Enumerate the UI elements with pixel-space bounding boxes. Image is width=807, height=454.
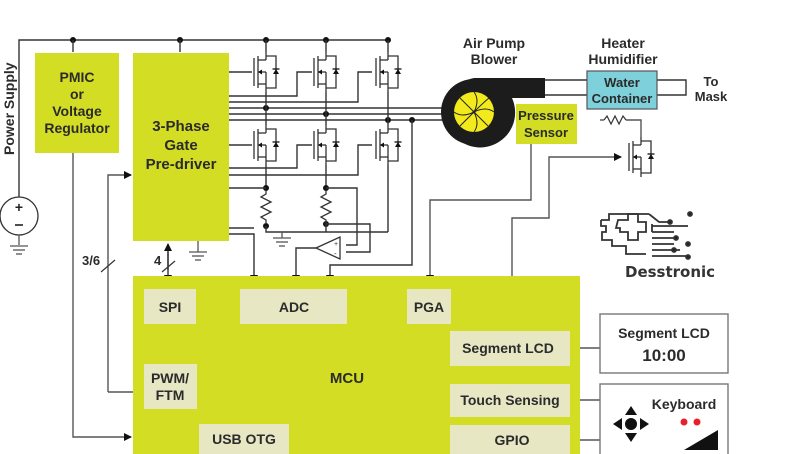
wiring [18, 37, 687, 441]
mosfet-icon [253, 51, 281, 93]
ground-icon [9, 245, 29, 255]
svg-text:Segment LCD: Segment LCD [618, 325, 710, 341]
mosfet-icon [313, 51, 341, 93]
lcd-value: 10:00 [642, 346, 685, 365]
power-supply-label: Power Supply [1, 62, 17, 155]
mosfet-icon [628, 136, 656, 178]
svg-text:+: + [334, 241, 338, 248]
svg-text:Segment LCD: Segment LCD [462, 340, 554, 356]
bus-width-4: 4 [154, 253, 162, 268]
svg-text:USB OTG: USB OTG [212, 431, 276, 447]
segment-lcd-port[interactable]: Segment LCD [450, 331, 570, 366]
mosfet-icon [375, 51, 403, 93]
svg-text:FTM: FTM [156, 387, 185, 403]
svg-text:Gate: Gate [164, 137, 197, 154]
op-amp-icon: + - [314, 235, 341, 261]
svg-text:Pressure: Pressure [518, 108, 574, 123]
heater-label: Heater [601, 35, 645, 51]
svg-text:Water: Water [604, 75, 640, 90]
led-indicator-icon [680, 418, 688, 426]
bus-width-3-6: 3/6 [82, 253, 100, 268]
pmic-block[interactable]: PMIC or Voltage Regulator [35, 53, 119, 153]
svg-text:Touch Sensing: Touch Sensing [460, 392, 559, 408]
ground-icon [272, 237, 292, 247]
power-source-icon: + [0, 196, 39, 255]
svg-text:PWM/: PWM/ [151, 370, 189, 386]
svg-text:Blower: Blower [471, 51, 518, 67]
usb-otg-port[interactable]: USB OTG [199, 424, 289, 454]
mosfet-bridge: + - [253, 51, 403, 261]
volume-ramp-icon[interactable] [684, 430, 718, 450]
touch-sensing-port[interactable]: Touch Sensing [450, 384, 570, 417]
svg-text:Regulator: Regulator [44, 120, 110, 136]
resistor-icon [260, 189, 272, 225]
svg-text:3-Phase: 3-Phase [152, 118, 210, 135]
keyboard-panel[interactable]: Keyboard [599, 383, 729, 454]
svg-text:Mask: Mask [695, 89, 728, 104]
resistor-icon [320, 189, 332, 225]
pressure-sensor-block[interactable]: Pressure Sensor [516, 104, 577, 144]
svg-text:GPIO: GPIO [494, 432, 529, 448]
ground-icon [188, 251, 208, 261]
spi-port[interactable]: SPI [144, 289, 196, 324]
pga-port[interactable]: PGA [407, 289, 451, 324]
mosfet-icon [253, 124, 281, 166]
mosfet-icon [375, 124, 403, 166]
gate-predriver-block[interactable]: 3-Phase Gate Pre-driver [133, 53, 229, 241]
svg-text:SPI: SPI [159, 299, 182, 315]
svg-text:PGA: PGA [414, 299, 444, 315]
adc-port[interactable]: ADC [240, 289, 347, 324]
svg-text:Voltage: Voltage [52, 103, 102, 119]
air-pump-label: Air Pump [463, 35, 525, 51]
segment-lcd-display[interactable]: Segment LCD 10:00 [599, 313, 729, 374]
svg-text:or: or [70, 86, 85, 102]
mcu-label: MCU [330, 370, 364, 387]
svg-text:Keyboard: Keyboard [652, 396, 717, 412]
desstronic-logo [600, 211, 693, 260]
to-mask-label: To [704, 74, 719, 89]
mosfet-icon [313, 124, 341, 166]
svg-text:-: - [334, 249, 337, 258]
svg-text:+: + [15, 199, 23, 215]
gpio-port[interactable]: GPIO [450, 425, 570, 454]
svg-text:Container: Container [592, 91, 653, 106]
svg-text:Pre-driver: Pre-driver [146, 156, 217, 173]
svg-text:PMIC: PMIC [60, 69, 95, 85]
blower-fan-icon[interactable] [441, 78, 545, 148]
svg-text:Humidifier: Humidifier [588, 51, 658, 67]
svg-text:Sensor: Sensor [524, 125, 568, 140]
pwm-ftm-port[interactable]: PWM/ FTM [144, 364, 197, 409]
dpad-icon[interactable] [613, 406, 649, 442]
logo-text: Desstronic [625, 263, 715, 281]
led-indicator-icon [693, 418, 701, 426]
svg-text:ADC: ADC [279, 299, 309, 315]
water-container-block[interactable]: Water Container [586, 70, 658, 110]
